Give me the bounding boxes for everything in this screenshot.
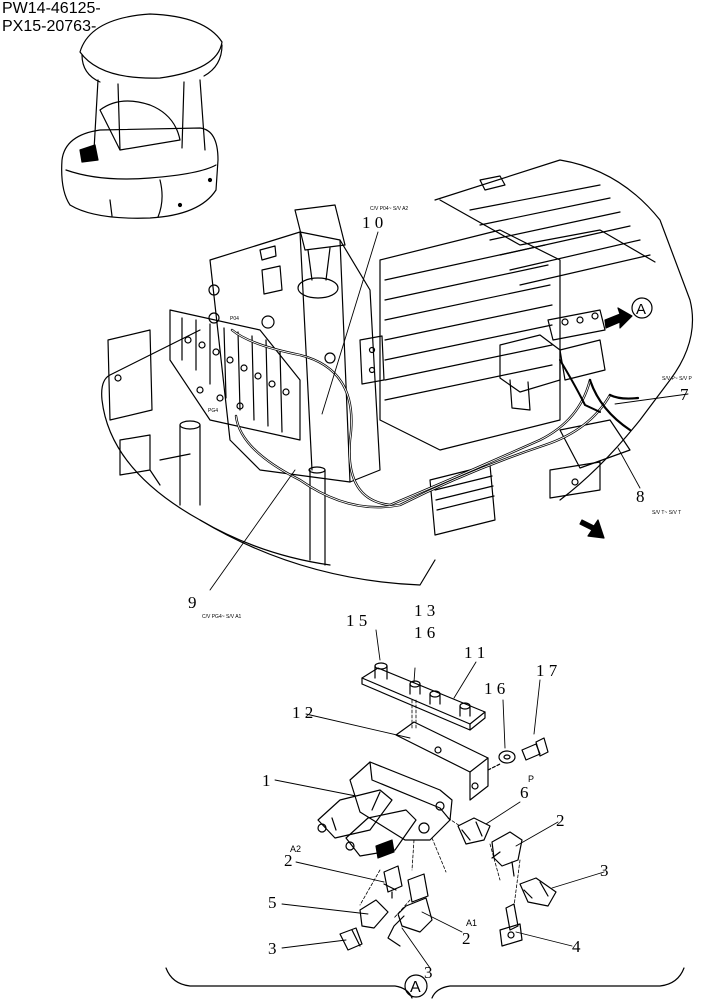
callout-3-bottom: 3 xyxy=(424,963,433,982)
callout-9: 9 xyxy=(188,593,197,612)
note-10: C/V P04~ S/V A2 xyxy=(370,206,408,212)
callout-16-right: 1 6 xyxy=(484,679,505,698)
callout-4: 4 xyxy=(572,937,581,956)
callout-7: 7 xyxy=(680,385,689,404)
view-a-circle-bottom xyxy=(404,974,428,998)
hose-notes: C/V P04~ S/V A2 C/V PG4~ S/V A1 S/V P~ S… xyxy=(202,206,693,620)
port-pg4: PG4 xyxy=(208,408,218,414)
solenoid-valve-exploded-view xyxy=(317,662,557,951)
port-a1: A1 xyxy=(466,918,477,928)
callout-2-right: 2 xyxy=(556,811,565,830)
serial-range-line2: PX15-20763- xyxy=(2,18,97,35)
view-a-circle-top xyxy=(631,297,653,319)
note-9: C/V PG4~ S/V A1 xyxy=(202,614,242,620)
callout-13: 1 3 xyxy=(414,601,435,620)
callout-5: 5 xyxy=(268,893,277,912)
callout-1: 1 xyxy=(262,771,271,790)
callout-2-bottom: 2 xyxy=(462,929,471,948)
callout-labels: 1 0 7 8 9 1 5 1 3 1 6 1 1 1 6 1 7 1 2 1 … xyxy=(188,213,689,982)
callout-2-left: 2 xyxy=(284,851,293,870)
port-a2: A2 xyxy=(290,844,301,854)
view-bracket xyxy=(165,967,685,999)
view-a-letter-bottom: A xyxy=(410,979,421,996)
callout-17: 1 7 xyxy=(536,661,558,680)
callout-15: 1 5 xyxy=(346,611,367,630)
callout-12: 1 2 xyxy=(292,703,313,722)
serial-range-line1: PW14-46125- xyxy=(2,0,101,17)
callout-6: 6 xyxy=(520,783,529,802)
note-8: S/V T~ S/V T xyxy=(652,510,681,516)
machine-overview-illustration xyxy=(61,13,223,219)
port-labels: A2 A1 P P04 PG4 xyxy=(208,316,534,928)
callout-3-right: 3 xyxy=(600,861,609,880)
callout-8: 8 xyxy=(636,487,645,506)
callout-10: 1 0 xyxy=(362,213,383,232)
callout-3-left: 3 xyxy=(268,939,277,958)
port-p: P xyxy=(528,774,534,784)
upper-structure-illustration xyxy=(101,159,694,586)
view-a-letter-top: A xyxy=(636,301,646,318)
port-p04: P04 xyxy=(230,316,239,322)
lower-leader-lines xyxy=(274,629,605,969)
upper-leader-lines xyxy=(209,231,689,591)
callout-11: 1 1 xyxy=(464,643,485,662)
note-7: S/V P~ S/V P xyxy=(662,376,693,382)
callout-16-top: 1 6 xyxy=(414,623,435,642)
